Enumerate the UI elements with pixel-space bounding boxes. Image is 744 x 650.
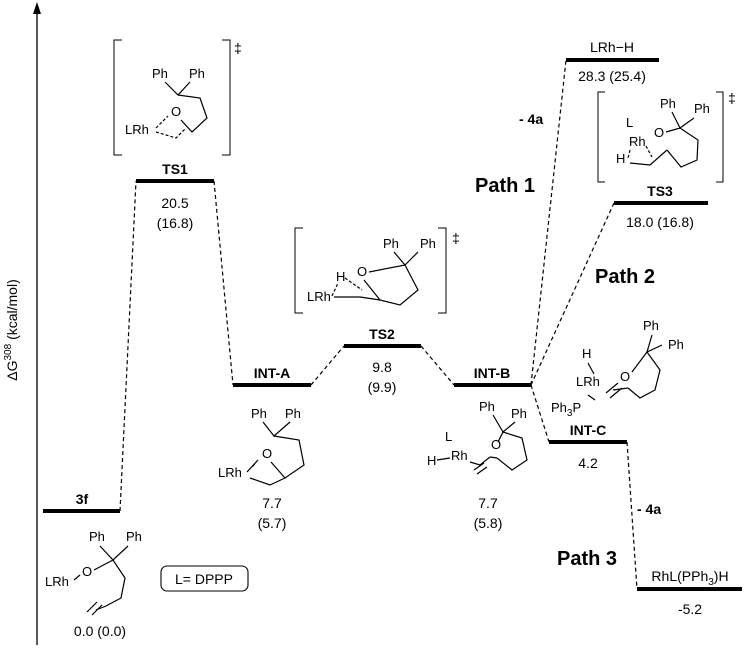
svg-text:O: O xyxy=(654,125,664,140)
energy-int-b-paren: (5.8) xyxy=(474,515,503,531)
label-ts1: TS1 xyxy=(162,161,188,177)
y-axis-arrow xyxy=(33,2,41,14)
svg-text:Ph: Ph xyxy=(694,101,710,116)
svg-text:O: O xyxy=(82,564,92,579)
energy-ts2-paren: (9.9) xyxy=(368,379,397,395)
svg-text:O: O xyxy=(620,369,630,384)
ts3-structure: ‡ Ph Ph O L Rh H xyxy=(597,90,736,183)
svg-text:Ph: Ph xyxy=(420,236,436,251)
ts1-structure: ‡ Ph Ph O LRh xyxy=(113,39,242,156)
connector-intb-ts3 xyxy=(530,202,615,386)
ligand-legend-box xyxy=(160,565,249,592)
svg-text:O: O xyxy=(262,446,272,461)
svg-text:LRh: LRh xyxy=(576,374,600,389)
energy-int-a: 7.7 xyxy=(262,495,282,511)
svg-text:Ph: Ph xyxy=(643,318,659,333)
svg-text:Ph: Ph xyxy=(383,236,399,251)
connector-intb-lrhh xyxy=(530,59,567,386)
label-3f: 3f xyxy=(76,491,89,507)
int-b-structure: Ph Ph O L Rh H xyxy=(427,399,528,475)
svg-text:‡: ‡ xyxy=(452,230,460,246)
svg-text:O: O xyxy=(357,264,367,279)
svg-text:H: H xyxy=(427,453,436,468)
int-c-structure: Ph Ph O H LRh Ph3P xyxy=(551,318,684,419)
energy-rhl-pph3-h: -5.2 xyxy=(678,601,702,617)
loss-4a-path3: - 4a xyxy=(637,501,661,517)
path-2-label: Path 2 xyxy=(595,266,655,288)
svg-text:O: O xyxy=(491,437,501,452)
svg-text:Ph: Ph xyxy=(126,529,142,544)
svg-text:LRh: LRh xyxy=(125,122,149,137)
svg-text:‡: ‡ xyxy=(234,40,242,56)
svg-text:LRh: LRh xyxy=(218,465,242,480)
label-rhl-pph3-h: RhL(PPh3)H xyxy=(651,568,728,588)
label-ts3: TS3 xyxy=(647,183,673,199)
svg-text:Ph: Ph xyxy=(660,96,676,111)
svg-text:Ph: Ph xyxy=(251,406,267,421)
svg-text:Ph: Ph xyxy=(479,399,495,414)
ts2-structure: ‡ Ph Ph O LRh H xyxy=(294,227,460,314)
energy-ts2: 9.8 xyxy=(372,359,392,375)
energy-3f: 0.0 (0.0) xyxy=(74,623,126,639)
label-int-c: INT-C xyxy=(570,422,607,438)
svg-text:H: H xyxy=(616,151,625,166)
connector-3f-ts1 xyxy=(119,180,137,512)
int-a-structure: Ph Ph O LRh xyxy=(218,406,305,486)
path-1-label: Path 1 xyxy=(475,175,535,197)
label-int-a: INT-A xyxy=(254,365,291,381)
energy-lrh-h: 28.3 (25.4) xyxy=(578,68,646,84)
connector-intc-rhl xyxy=(626,441,638,590)
svg-text:LRh: LRh xyxy=(307,289,331,304)
svg-text:L: L xyxy=(445,429,452,444)
svg-text:Ph3P: Ph3P xyxy=(551,400,581,419)
svg-text:‡: ‡ xyxy=(728,90,736,106)
label-int-b: INT-B xyxy=(474,365,511,381)
ligand-legend-text: L= DPPP xyxy=(175,571,233,587)
loss-4a-path1: - 4a xyxy=(519,111,543,127)
svg-text:O: O xyxy=(171,104,181,119)
svg-text:H: H xyxy=(582,346,591,361)
energy-int-c: 4.2 xyxy=(578,455,598,471)
svg-text:Ph: Ph xyxy=(285,406,301,421)
energy-ts1: 20.5 xyxy=(161,195,188,211)
connector-ts2-intb xyxy=(420,345,455,386)
svg-text:LRh: LRh xyxy=(45,574,69,589)
svg-text:L: L xyxy=(626,115,633,130)
3f-structure: Ph Ph O LRh xyxy=(45,529,142,616)
svg-text:Rh: Rh xyxy=(629,134,646,149)
connector-intb-intc xyxy=(530,384,550,443)
svg-text:Ph: Ph xyxy=(189,66,205,81)
connector-inta-ts2 xyxy=(310,345,345,386)
svg-text:Ph: Ph xyxy=(89,529,105,544)
y-axis-label: ΔG308 (kcal/mol) xyxy=(3,279,20,381)
svg-text:Ph: Ph xyxy=(668,337,684,352)
connector-ts1-inta xyxy=(213,180,234,386)
svg-text:Rh: Rh xyxy=(451,448,468,463)
path-3-label: Path 3 xyxy=(557,548,617,570)
energy-ts3: 18.0 (16.8) xyxy=(626,214,694,230)
energy-ts1-paren: (16.8) xyxy=(157,215,194,231)
label-lrh-h: LRh−H xyxy=(590,39,634,55)
energy-int-a-paren: (5.7) xyxy=(258,515,287,531)
label-ts2: TS2 xyxy=(369,326,395,342)
energy-int-b: 7.7 xyxy=(478,495,498,511)
svg-text:H: H xyxy=(336,269,345,284)
svg-text:Ph: Ph xyxy=(152,66,168,81)
svg-text:Ph: Ph xyxy=(511,406,527,421)
